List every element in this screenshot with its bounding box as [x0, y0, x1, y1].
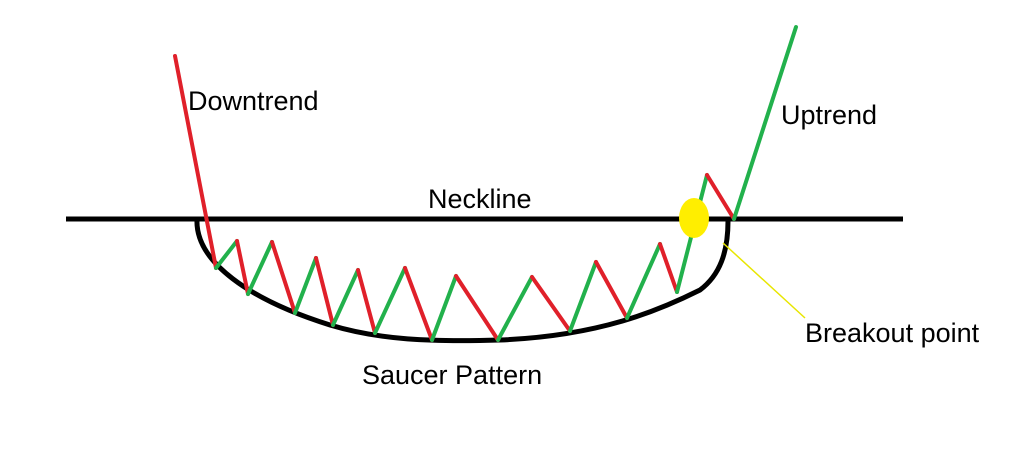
up-segment: [568, 260, 598, 333]
down-segment: [314, 256, 335, 327]
uptrend-line: [732, 25, 798, 221]
up-segment: [496, 275, 534, 342]
downtrend-line: [173, 54, 218, 270]
down-segment: [594, 260, 629, 320]
price-path: [173, 25, 798, 342]
down-segment: [235, 239, 250, 296]
down-segment: [705, 173, 736, 221]
up-segment: [373, 266, 407, 335]
up-segment: [430, 274, 458, 342]
neckline-label: Neckline: [428, 184, 532, 214]
up-segment: [246, 240, 274, 296]
uptrend-label: Uptrend: [781, 100, 877, 130]
down-segment: [356, 268, 377, 335]
breakout-point-label: Breakout point: [805, 318, 980, 348]
down-segment: [454, 274, 500, 342]
up-segment: [214, 239, 239, 270]
down-segment: [270, 240, 297, 315]
saucer-curve: [194, 216, 731, 344]
breakout-pointer-line: [722, 242, 806, 319]
down-segment: [403, 266, 434, 342]
down-segment: [658, 242, 679, 294]
up-segment: [625, 242, 662, 320]
up-segment: [293, 256, 318, 315]
saucer-pattern-label: Saucer Pattern: [362, 360, 542, 390]
downtrend-label: Downtrend: [188, 86, 319, 116]
down-segment: [530, 275, 572, 333]
breakout-marker: [679, 198, 709, 238]
up-segment: [331, 268, 360, 327]
